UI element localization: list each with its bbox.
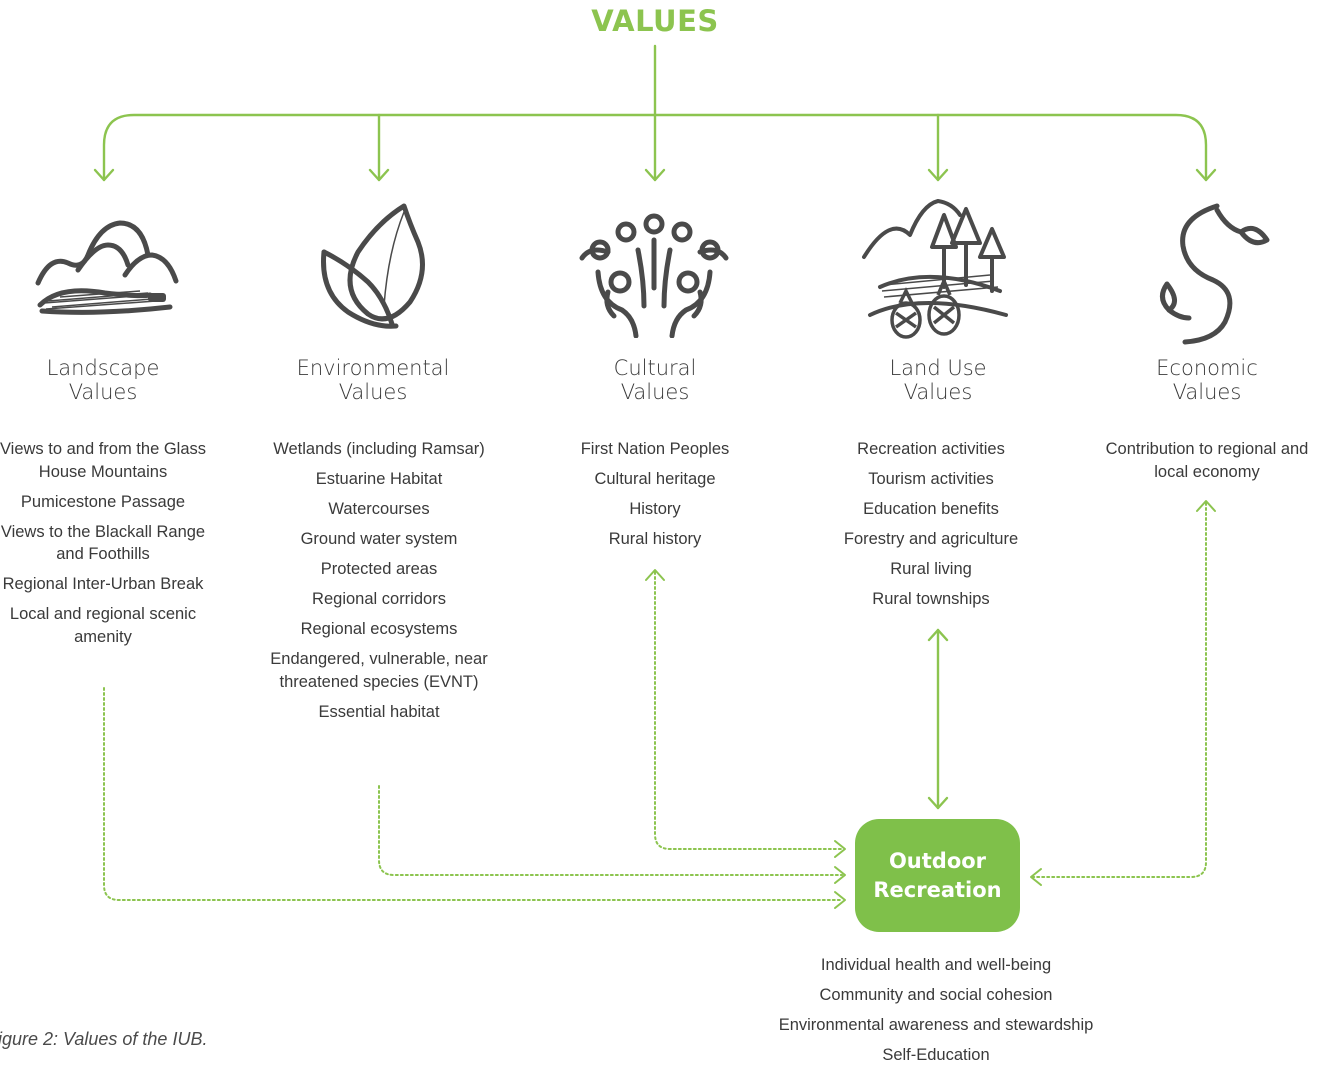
list-item: Tourism activities (868, 470, 994, 488)
list-item: Pumicestone Passage (20, 492, 186, 511)
mountains-icon (35, 220, 179, 315)
list-item: Contribution to regional and local econo… (1105, 440, 1309, 481)
economic-list: Contribution to regional and local econo… (1092, 438, 1317, 491)
list-item: Rural history (608, 530, 702, 548)
list-item: Endangered, vulnerable, near threatened … (270, 650, 488, 691)
list-item: Views to and from the Glass House Mounta… (0, 440, 207, 481)
sprout-icon (1160, 203, 1270, 345)
outdoor-recreation-box: Outdoor Recreation (855, 819, 1020, 932)
cultural-dotted-link (654, 571, 843, 850)
list-item: Watercourses (328, 500, 430, 518)
list-item: Essential habitat (318, 702, 440, 721)
landuse-list: Recreation activities Tourism activities… (806, 438, 1056, 618)
list-item: Environmental awareness and stewardship (778, 1016, 1094, 1034)
landscape-dotted-link (103, 687, 843, 901)
list-item: History (629, 500, 681, 518)
list-item: Regional Inter-Urban Break (2, 575, 204, 593)
list-item: Community and social cohesion (819, 986, 1053, 1004)
benefits-list: Individual health and well-being Communi… (736, 954, 1136, 1074)
economic-dotted-link (1031, 502, 1207, 878)
list-item: Estuarine Habitat (315, 470, 443, 488)
outdoor-recreation-line1: Outdoor (888, 848, 987, 873)
figure-caption: Figure 2: Values of the IUB. (0, 1029, 208, 1049)
list-item: Wetlands (including Ramsar) (273, 440, 485, 458)
list-item: Recreation activities (857, 440, 1005, 458)
environmental-list: Wetlands (including Ramsar) Estuarine Ha… (264, 438, 494, 731)
list-item: Rural townships (872, 590, 990, 608)
list-item: Cultural heritage (594, 470, 716, 488)
list-item: Protected areas (320, 560, 438, 578)
leaf-icon (321, 203, 425, 329)
landscape-list: Views to and from the Glass House Mounta… (0, 438, 218, 656)
list-item: Ground water system (300, 530, 458, 548)
list-item: Forestry and agriculture (843, 530, 1019, 548)
list-item: Self-Education (882, 1046, 990, 1064)
list-item: Rural living (890, 560, 972, 578)
environmental-dotted-link (378, 785, 843, 876)
list-item: First Nation Peoples (580, 440, 730, 458)
cultural-list: First Nation Peoples Cultural heritage H… (540, 438, 770, 558)
forest-farm-icon (862, 199, 1008, 339)
list-item: Local and regional scenic amenity (9, 605, 197, 646)
people-hands-icon (579, 213, 729, 338)
list-item: Regional corridors (312, 590, 446, 608)
list-item: Education benefits (863, 500, 999, 518)
outdoor-recreation-line2: Recreation (873, 877, 1002, 902)
values-title: VALUES (591, 4, 719, 38)
list-item: Regional ecosystems (300, 620, 458, 638)
list-item: Individual health and well-being (820, 956, 1052, 974)
list-item: Views to the Blackall Range and Foothill… (0, 522, 206, 564)
